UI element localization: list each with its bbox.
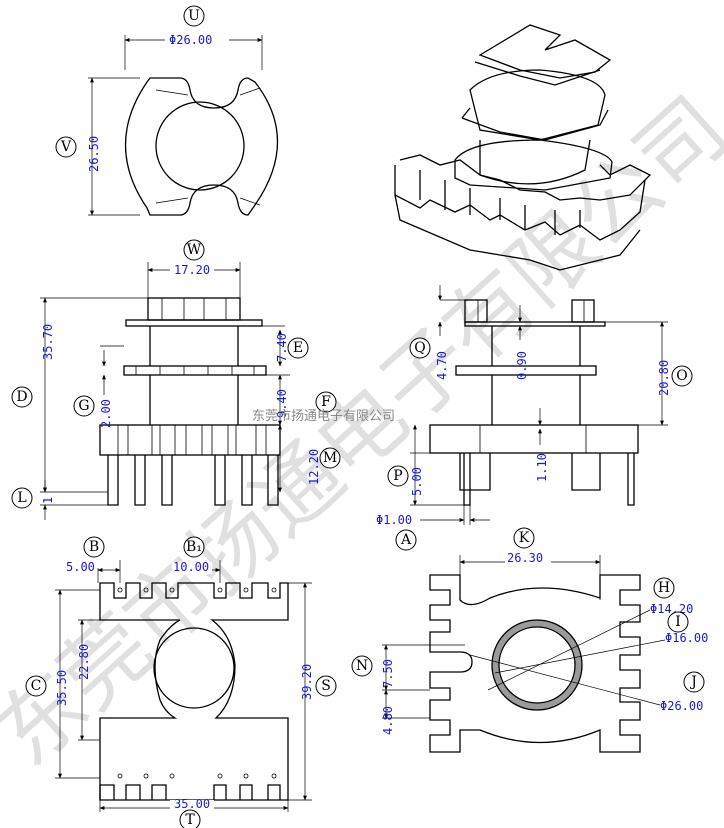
- label-B: B: [89, 539, 99, 555]
- dim-W-value: 17.20: [174, 263, 210, 277]
- dim-S-value: 39.20: [300, 664, 314, 700]
- dim-N-value: 7.50: [381, 659, 395, 688]
- label-I: I: [675, 614, 681, 630]
- label-W: W: [187, 242, 202, 258]
- dim-H-value: Φ14.20: [650, 602, 693, 616]
- label-F: F: [321, 394, 331, 410]
- side-view: 4.70 Q 0.90 20.80 O 5.00 P 1.10 Φ1.00 A: [376, 285, 693, 551]
- bottom-view-bore: [153, 627, 235, 709]
- watermark-small: 东莞市扬通电子有限公司: [252, 408, 395, 424]
- dim-C2-value: 22.80: [77, 644, 91, 680]
- label-Q: Q: [414, 340, 425, 356]
- dim-G-value: 2.00: [99, 399, 113, 428]
- dim-V-value: 26.50: [87, 136, 101, 172]
- dim-P-value: 5.00: [410, 467, 424, 496]
- label-B1: B₁: [186, 539, 202, 555]
- label-M: M: [323, 450, 337, 466]
- dim-E-value: 7.40: [275, 333, 289, 362]
- isometric-view: [394, 24, 652, 271]
- label-A: A: [400, 532, 412, 548]
- front-view: 17.20 W 35.70 D 7.40 E 9.40 F 2.00 G 12.…: [11, 239, 341, 520]
- dim-A-value: Φ1.00: [376, 513, 412, 527]
- label-E: E: [293, 340, 303, 356]
- dim-Q-value: 4.70: [435, 351, 449, 380]
- section-view: 26.30 K Φ14.20 H Φ16.00 I Φ26.00 J 7.50 …: [351, 527, 708, 753]
- label-U: U: [188, 8, 200, 24]
- dim-Q2-value: 0.90: [515, 351, 529, 380]
- dim-J-value: Φ26.00: [660, 699, 703, 713]
- label-L: L: [17, 490, 26, 506]
- label-P: P: [393, 468, 402, 484]
- label-H: H: [658, 580, 670, 596]
- label-K: K: [519, 530, 530, 546]
- label-S: S: [321, 678, 331, 694]
- top-view-outline: [124, 77, 279, 216]
- label-D: D: [16, 389, 27, 405]
- dim-D-value: 35.70: [41, 324, 55, 360]
- dim-B1-value: 10.00: [173, 560, 209, 574]
- dim-M-value: 12.20: [307, 449, 321, 485]
- svg-text:东莞市扬通电子有限公司: 东莞市扬通电子有限公司: [0, 78, 724, 785]
- label-O: O: [676, 368, 687, 384]
- label-J: J: [689, 674, 697, 690]
- label-N: N: [356, 658, 368, 674]
- top-view-bore: [155, 101, 245, 191]
- label-V: V: [60, 139, 72, 155]
- dim-B-value: 5.00: [66, 560, 95, 574]
- bottom-view: 5.00 B 10.00 B₁ 35.50 C 22.80 39.20 S 3: [25, 536, 337, 828]
- label-G: G: [78, 398, 89, 414]
- dim-L-value: 1: [41, 497, 55, 504]
- dim-O-value: 20.80: [657, 360, 671, 396]
- top-view: Φ26.00 U 26.50 V: [55, 5, 279, 216]
- label-T: T: [185, 812, 195, 828]
- dim-K-value: 26.30: [507, 551, 543, 565]
- dim-C-value: 35.50: [55, 670, 69, 706]
- dim-N2-value: 4.80: [381, 706, 395, 735]
- dim-U-value: Φ26.00: [169, 33, 212, 47]
- label-C: C: [31, 678, 42, 694]
- dim-F-value: 9.40: [275, 389, 289, 418]
- dim-T-value: 35.00: [174, 797, 210, 811]
- dim-P2-value: 1.10: [535, 453, 549, 482]
- dim-I-value: Φ16.00: [665, 631, 708, 645]
- watermark-large: 东莞市扬通电子有限公司: [0, 78, 724, 785]
